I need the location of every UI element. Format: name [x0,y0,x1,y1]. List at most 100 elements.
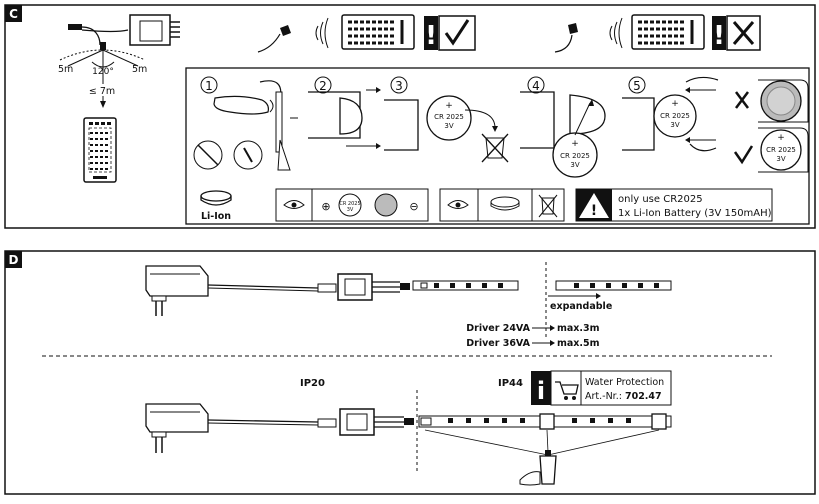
notice-line-2: 1x Li-Ion Battery (3V 150mAH) [618,208,772,219]
article-number-value: 702.47 [625,391,662,402]
step-number-1: 1 [205,79,213,93]
svg-text:!: ! [713,21,725,51]
battery-label: CR 2025 [660,112,690,120]
water-protection-info: i Water Protection Art.-Nr.: 702.47 [531,370,672,406]
remote-control-icon [631,14,705,50]
section-d: D expand [4,250,816,495]
dc-connector [317,418,337,428]
section-d-label: D [9,253,19,267]
remote-control-icon [341,14,415,50]
waterproof-led-strip [418,413,672,430]
controller-box [129,14,171,46]
battery-label: CR 2025 [560,152,590,160]
section-c-tab [5,5,22,22]
important-icon [712,16,726,50]
max-36-label: max.5m [557,338,600,349]
polarity-minus: ⊖ [409,200,418,213]
svg-text:!: ! [425,21,437,51]
battery-icon [426,95,472,141]
ip20-label: IP20 [300,378,325,389]
remote-control-left [83,117,117,183]
angle-label: 120° [92,67,114,77]
no-bin-icon [538,194,558,218]
dc-connector [317,283,337,293]
article-number: Art.-Nr.: 702.47 [585,391,662,402]
finger-icon [213,95,269,115]
battery-type-label: Li-Ion [201,211,231,222]
seal-cap [539,413,555,430]
article-number-prefix: Art.-Nr.: [585,391,625,402]
sensor-head-icon [568,23,578,34]
cable [207,284,319,289]
seal-cap [651,413,667,430]
hand-icon [685,76,719,83]
correct-orientation-group: ! [257,14,476,53]
check-icon [733,145,754,165]
no-bin-icon [481,133,509,163]
step-1-illustration [193,80,298,171]
range-right-label: 5m [132,64,147,75]
ip44-label: IP44 [498,378,523,389]
step-number-4: 4 [532,79,540,93]
polarity-strip: ⊕ CR 2025 3V ⊖ [275,188,429,222]
expandable-label: expandable [550,301,612,312]
battery-icon [552,132,598,178]
driver-36-label: Driver 36VA [466,338,530,349]
power-adapter-bottom [145,403,209,453]
power-adapter-top [145,265,209,316]
battery-plus-sign: + [571,139,579,149]
wrong-battery-side [735,79,809,123]
battery-notice: ! only use CR2025 1x Li-Ion Battery (3V … [575,188,773,222]
battery-voltage: 3V [444,122,453,130]
important-icon [424,16,438,50]
battery-back-icon [374,193,398,217]
step-number-3: 3 [395,79,403,93]
cross-icon [732,21,755,45]
disposal-strip [439,188,565,222]
water-protection-label: Water Protection [585,377,664,388]
step-2-illustration [308,87,381,149]
range-left-label: 5m [58,64,73,75]
wrong-orientation-group: ! [554,14,761,53]
led-strip-segment-2 [555,280,672,291]
section-c-frame [4,4,816,229]
plug-connector [68,24,82,30]
cable [207,419,319,423]
ir-sensor-icon [100,42,106,50]
controller-top [337,273,410,301]
battery-voltage: 3V [670,121,679,129]
step-number-5: 5 [633,79,641,93]
silicone-glue-tube-icon [519,450,557,486]
correct-battery-side: + CR 2025 3V [733,127,809,173]
reception-range-diagram: 5m 5m 120° ≤ 7m [58,49,147,108]
battery-voltage: 3V [570,161,579,169]
cross-icon [735,91,749,109]
battery-instruction-panel: 1 2 3 4 5 [185,67,810,225]
section-d-tab [5,251,22,268]
hand-icon [519,471,541,486]
step-4-illustration: + CR 2025 3V [520,91,606,178]
li-ion-battery: Li-Ion [200,190,232,222]
battery-voltage: 3V [776,155,785,163]
battery-plus-sign: + [445,101,453,111]
battery-label: CR 2025 [339,201,360,207]
section-d-frame [4,250,816,495]
controller-with-sensor [68,14,180,50]
shopping-cart-icon [555,381,579,395]
driver-24-label: Driver 24VA [466,323,530,334]
battery-icon [760,129,802,171]
distance-label: ≤ 7m [89,86,115,97]
sensor-head-icon [280,25,291,36]
tweezers-icon [277,139,291,171]
battery-label: CR 2025 [766,146,796,154]
step-number-2: 2 [319,79,327,93]
max-24-label: max.3m [557,323,600,334]
battery-plus-sign: + [777,133,785,143]
check-icon [444,19,470,46]
notice-line-1: only use CR2025 [618,194,703,205]
battery-voltage: 3V [347,207,354,213]
section-c: C 5m 5m 120° ≤ 7m [4,4,816,229]
svg-text:!: ! [591,203,597,219]
battery-label: CR 2025 [434,113,464,121]
